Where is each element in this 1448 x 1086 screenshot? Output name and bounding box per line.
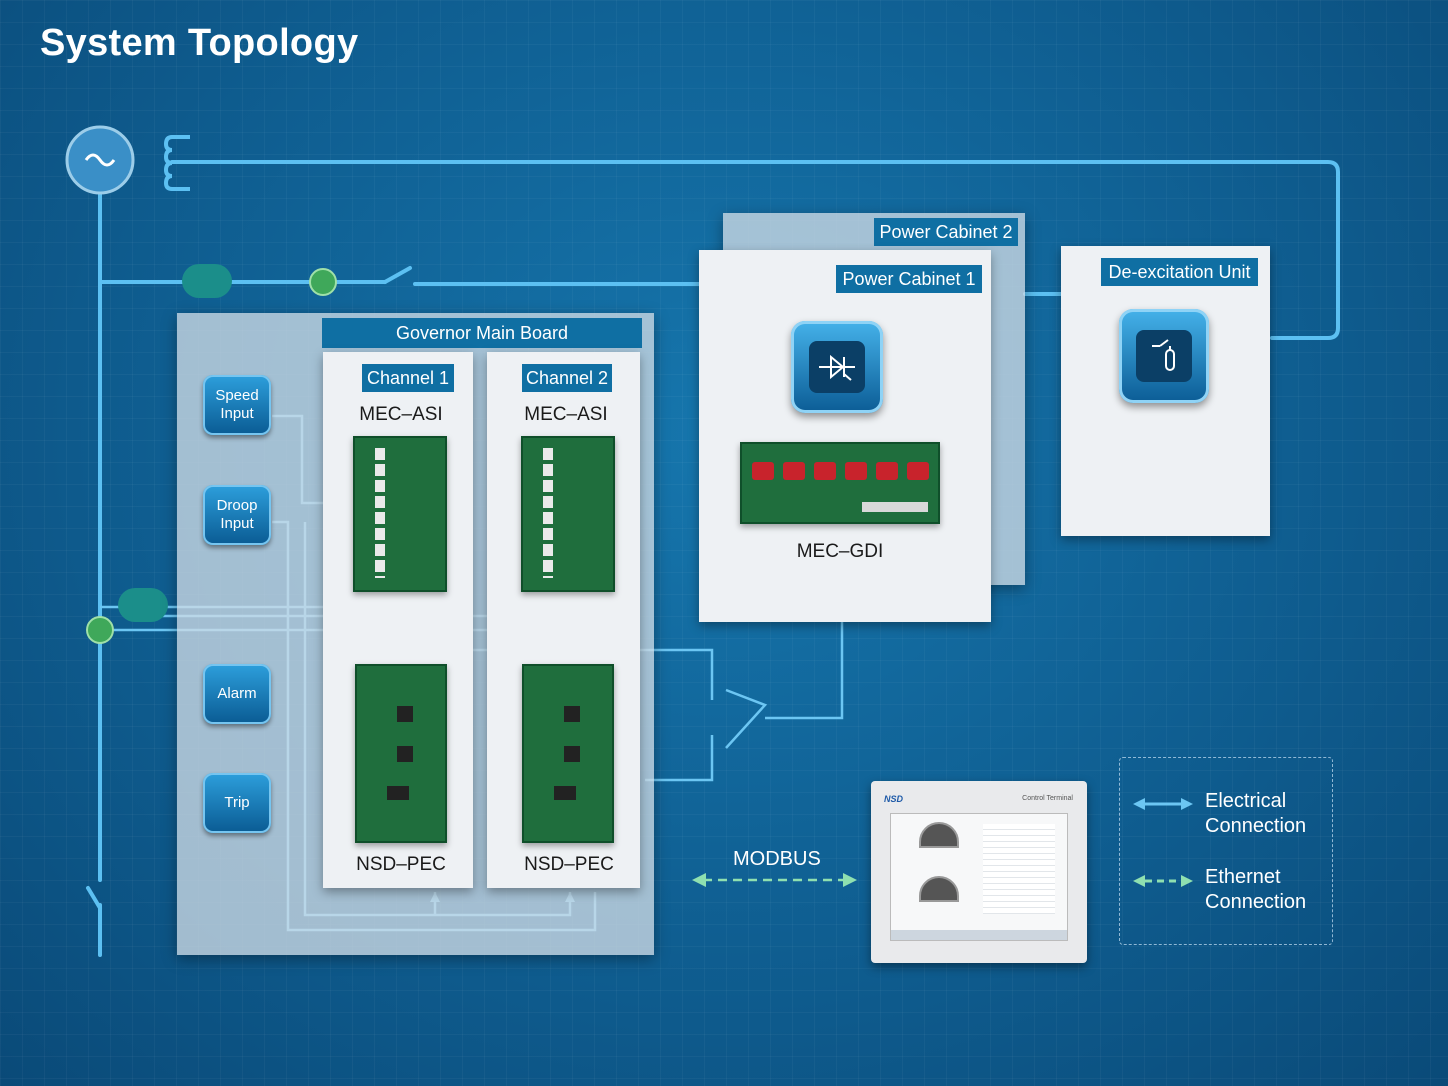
mec-gdi-board bbox=[740, 442, 940, 524]
field-winding-icon bbox=[163, 135, 190, 191]
field-loop-line bbox=[170, 160, 1340, 340]
speed-input-button[interactable]: Speed Input bbox=[203, 375, 271, 435]
power-cabinet-2-tag: Power Cabinet 2 bbox=[874, 218, 1018, 246]
alarm-button[interactable]: Alarm bbox=[203, 664, 271, 724]
deexcitation-button[interactable] bbox=[1119, 309, 1209, 403]
current-transformer-1 bbox=[182, 264, 232, 298]
channel-1-asi-board bbox=[353, 436, 447, 592]
channel-1-tag: Channel 1 bbox=[362, 364, 454, 392]
thyristor-icon bbox=[819, 354, 855, 381]
pulse-to-gdi bbox=[765, 600, 844, 720]
trip-button[interactable]: Trip bbox=[203, 773, 271, 833]
mec-gdi-label: MEC–GDI bbox=[796, 541, 884, 562]
bus-switch bbox=[86, 886, 102, 910]
channel-1-asi-label: MEC–ASI bbox=[359, 404, 443, 425]
deexcitation-switch-icon bbox=[1152, 339, 1175, 371]
terminal-brand: NSD bbox=[884, 794, 904, 804]
power-cabinet-1-tag: Power Cabinet 1 bbox=[836, 265, 982, 293]
electrical-legend-icon bbox=[1133, 798, 1193, 810]
terminal-table bbox=[983, 824, 1055, 914]
droop-input-button[interactable]: Droop Input bbox=[203, 485, 271, 545]
page-title: System Topology bbox=[40, 22, 359, 64]
channel-2-asi-board bbox=[521, 436, 615, 592]
junction-node-2 bbox=[86, 616, 114, 644]
legend-electrical: Electrical Connection bbox=[1205, 790, 1307, 837]
pulse-selector bbox=[725, 688, 768, 749]
channel-1-pec-label: NSD–PEC bbox=[356, 854, 446, 875]
power-cabinet-1-panel bbox=[699, 250, 991, 622]
channel-2-pec-board bbox=[522, 664, 614, 843]
channel-2-asi-label: MEC–ASI bbox=[524, 404, 608, 425]
pulse-out-ch2 bbox=[645, 735, 714, 782]
current-transformer-2 bbox=[118, 588, 168, 622]
terminal-toolbar bbox=[891, 930, 1067, 940]
terminal-title: Control Terminal bbox=[1022, 795, 1073, 802]
channel-2-pec-label: NSD–PEC bbox=[524, 854, 614, 875]
channel-2-tag: Channel 2 bbox=[522, 364, 612, 392]
legend-ethernet: Ethernet Connection bbox=[1205, 866, 1307, 913]
modbus-label: MODBUS bbox=[733, 848, 821, 870]
thyristor-button[interactable] bbox=[791, 321, 883, 413]
legend-box bbox=[1119, 757, 1333, 945]
terminal-screen[interactable] bbox=[890, 813, 1068, 941]
junction-node-1 bbox=[309, 268, 337, 296]
control-terminal[interactable]: NSD Control Terminal bbox=[871, 781, 1087, 963]
ac-symbol bbox=[84, 153, 116, 167]
gauge-icon bbox=[919, 876, 959, 902]
deexcitation-tag: De-excitation Unit bbox=[1101, 258, 1258, 286]
ethernet-legend-icon bbox=[1133, 875, 1193, 887]
channel-1-pec-board bbox=[355, 664, 447, 843]
governor-tag: Governor Main Board bbox=[322, 318, 642, 348]
breaker-switch bbox=[383, 266, 412, 284]
gauge-icon bbox=[919, 822, 959, 848]
